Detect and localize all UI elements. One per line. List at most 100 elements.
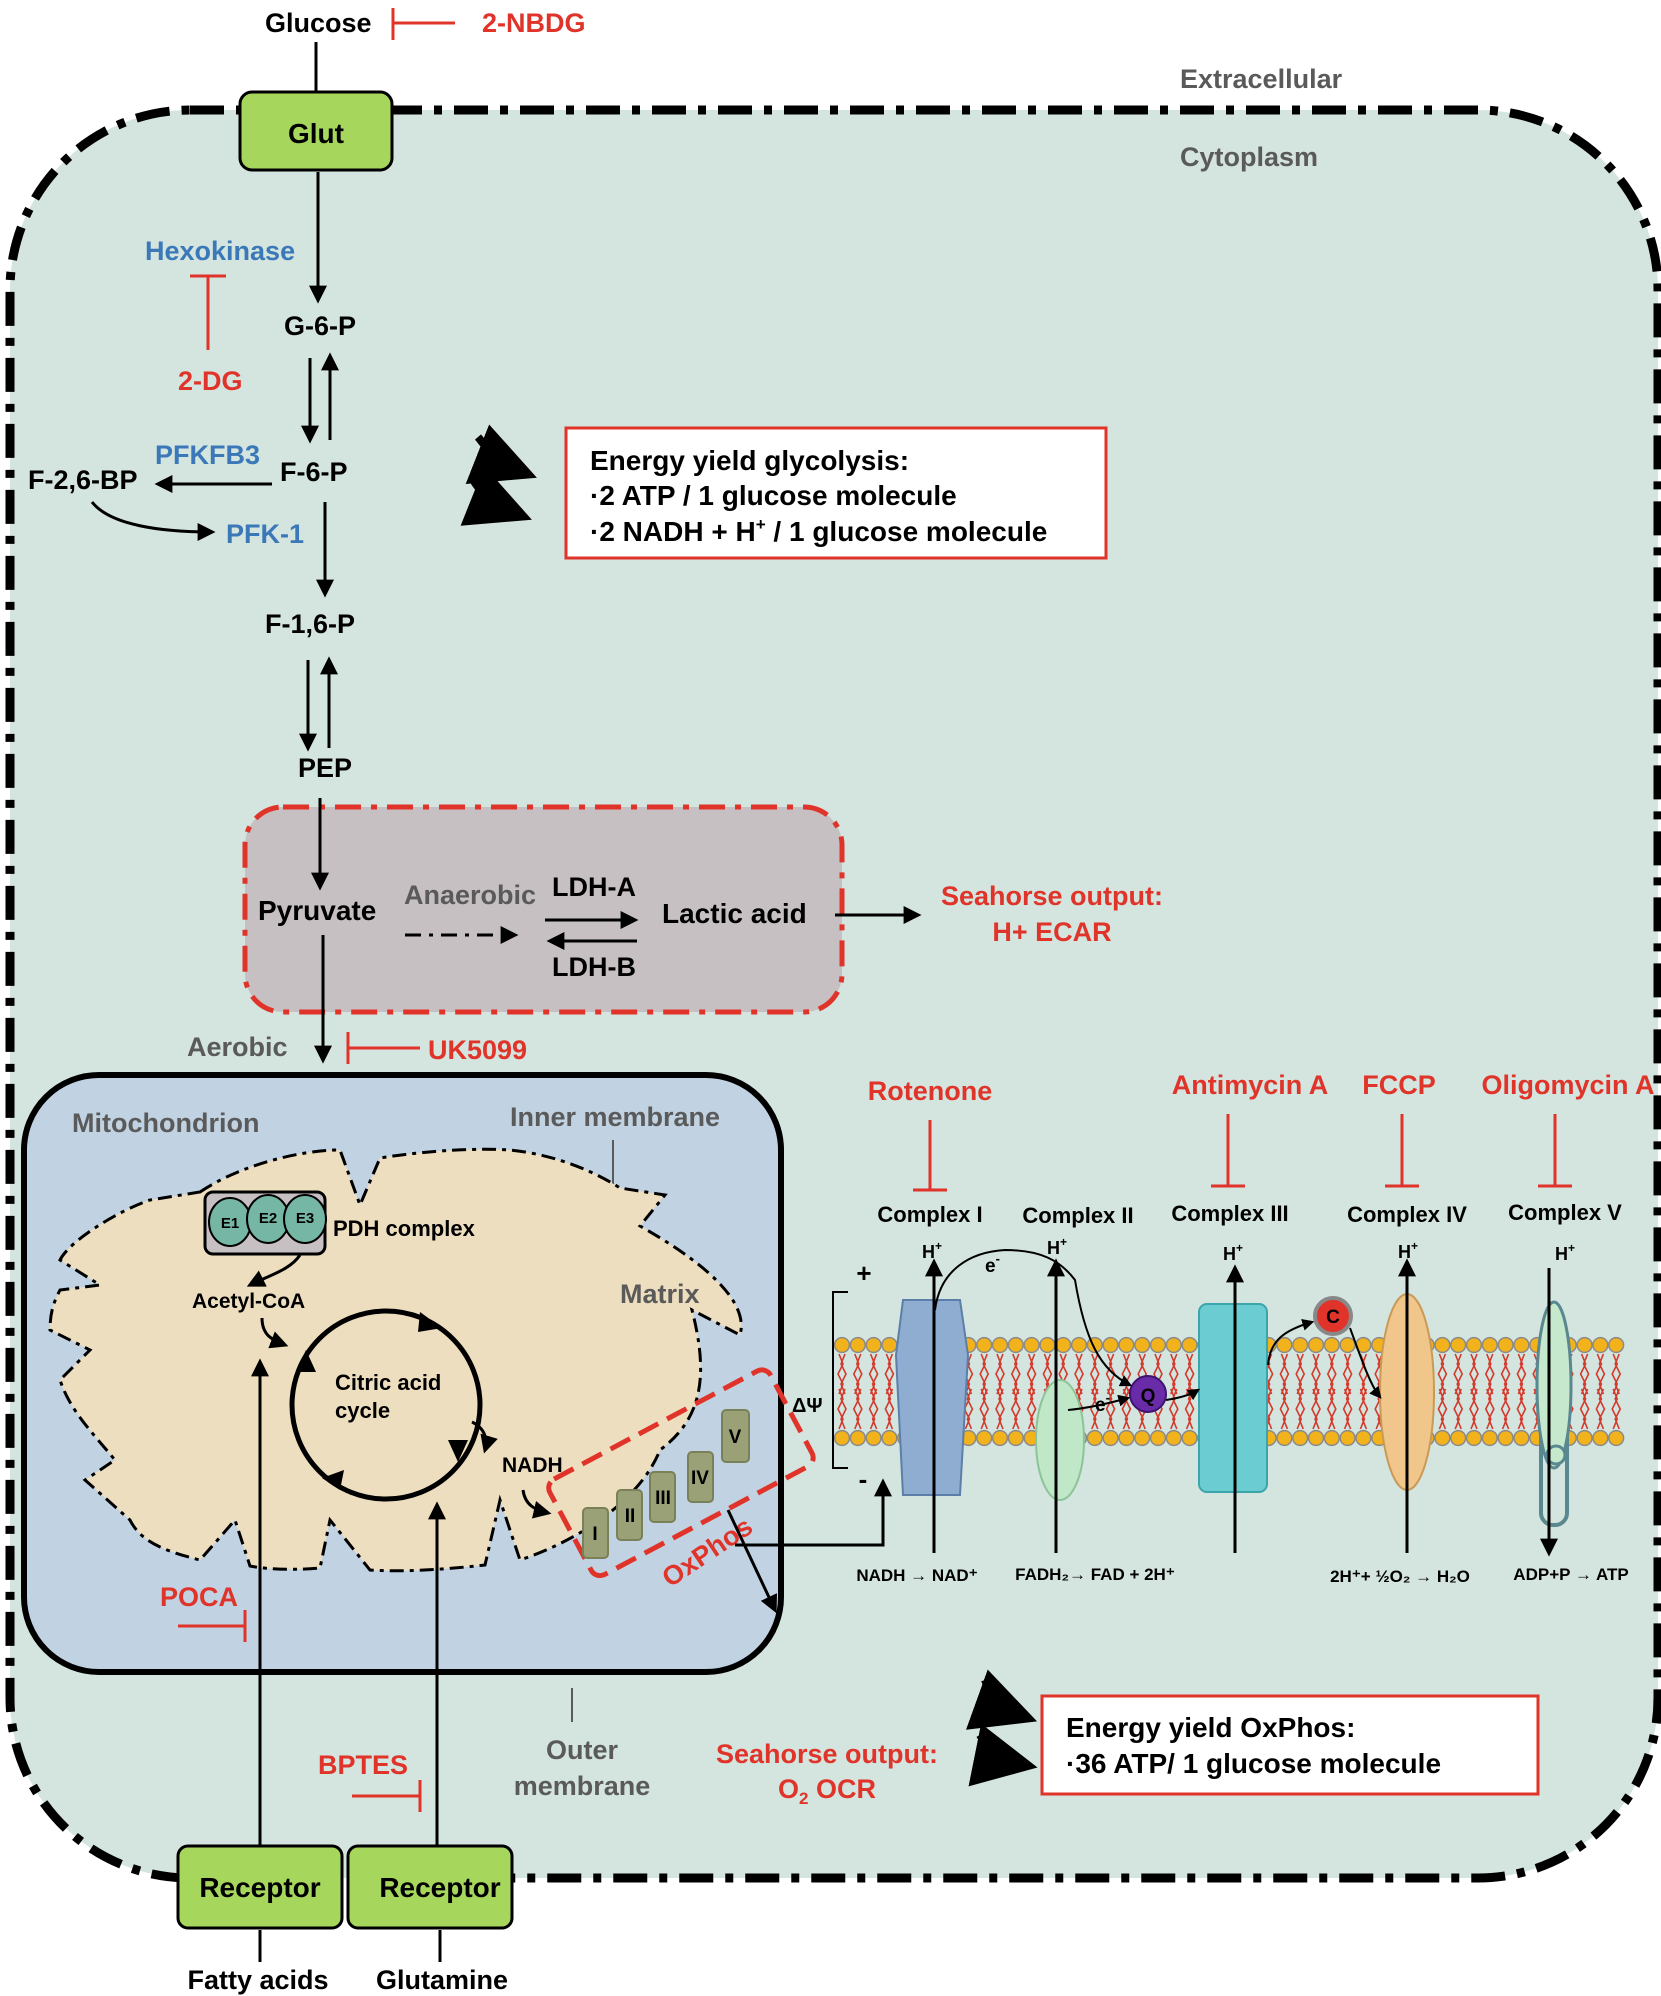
inner-membrane-label: Inner membrane	[510, 1102, 720, 1132]
lipid-head	[1039, 1336, 1056, 1354]
lipid-head	[1007, 1336, 1024, 1354]
lipid-tails	[1010, 1353, 1021, 1430]
anaerobic-box	[242, 804, 845, 1015]
pdh-label: PDH complex	[333, 1216, 476, 1241]
lipid-head	[849, 1336, 866, 1354]
outer-membrane-label-2: membrane	[514, 1771, 651, 1801]
anaerobic-label: Anaerobic	[404, 880, 536, 910]
outer-membrane-label-1: Outer	[546, 1735, 619, 1765]
membrane-plus-label: +	[856, 1258, 871, 1288]
acetyl-to-tca-arrow	[260, 1317, 289, 1349]
lipid-head	[1307, 1336, 1325, 1354]
lipid-head	[1181, 1429, 1198, 1447]
lipid-head	[1055, 1336, 1072, 1354]
lipid-tails	[1342, 1353, 1353, 1430]
lipid-head	[1450, 1429, 1467, 1447]
receptor-fatty-acids	[176, 1844, 344, 1930]
ubiquinone-q-label: Q	[1141, 1386, 1156, 1407]
lipid-tails	[1500, 1353, 1511, 1430]
lipid-head	[1023, 1336, 1040, 1354]
lipid-tails	[1484, 1353, 1495, 1430]
lipid-tails	[1042, 1353, 1053, 1430]
e3-circle	[283, 1194, 327, 1244]
poca-label: POCA	[160, 1582, 238, 1612]
lipid-tails	[1058, 1353, 1069, 1430]
complex-2-label: Complex II	[1022, 1203, 1133, 1228]
lipid-tails	[1516, 1353, 1527, 1430]
lipid-head	[1608, 1336, 1625, 1354]
complex-4-label: Complex IV	[1347, 1202, 1467, 1227]
electron-path-3	[1165, 1388, 1201, 1401]
lipid-head	[1323, 1336, 1340, 1354]
aerobic-label: Aerobic	[187, 1032, 288, 1062]
lipid-tails	[1295, 1353, 1306, 1430]
oxphos-complex-3-label: III	[655, 1488, 671, 1509]
pfk1-label: PFK-1	[226, 519, 304, 549]
ldha-label: LDH-A	[552, 872, 636, 902]
lipid-head	[1497, 1336, 1514, 1354]
glycolysis-curved-arrow-2	[460, 466, 532, 526]
lipid-tails	[868, 1353, 879, 1430]
ubiquinone-q	[1129, 1375, 1167, 1413]
lipid-head	[1513, 1336, 1530, 1354]
oligomycin-label: Oligomycin A	[1481, 1070, 1654, 1100]
lipid-tails	[1153, 1353, 1163, 1430]
lipid-head	[1118, 1336, 1135, 1354]
lipid-head	[1465, 1336, 1483, 1354]
nbdg-label: 2-NBDG	[482, 8, 586, 38]
lipid-head	[1592, 1336, 1609, 1354]
oxphos-complex-1	[582, 1507, 609, 1559]
lactic-acid-label: Lactic acid	[662, 898, 807, 929]
lipid-head	[1149, 1336, 1167, 1354]
cytoplasm-label: Cytoplasm	[1180, 142, 1318, 172]
lipid-head	[1070, 1336, 1088, 1354]
oxphos-complex-2-label: II	[625, 1506, 636, 1527]
complex-5-shape	[1535, 1300, 1573, 1470]
lipid-head	[991, 1429, 1009, 1447]
lipid-head	[1102, 1336, 1119, 1354]
lipid-tails	[1579, 1353, 1590, 1430]
complex-3-label: Complex III	[1171, 1201, 1288, 1226]
lipid-head	[1450, 1336, 1467, 1354]
complex-2-shape	[1035, 1379, 1085, 1501]
lipid-head	[1134, 1336, 1151, 1354]
oxphos-complex-4-label: IV	[691, 1468, 709, 1489]
energy-glycolysis-line2: ·2 NADH + H+ / 1 glucose molecule	[590, 515, 1047, 547]
acetyl-coa-label: Acetyl-CoA	[192, 1290, 305, 1313]
reaction-complex-1: NADH → NAD⁺	[856, 1566, 977, 1585]
lipid-head	[1102, 1429, 1119, 1447]
electron-path-2	[1067, 1394, 1131, 1411]
lipid-tails	[1168, 1353, 1179, 1430]
lipid-head	[1134, 1429, 1151, 1447]
e2-label: E2	[259, 1210, 277, 1227]
lipid-head	[1608, 1429, 1625, 1447]
proton-label-1: H+	[922, 1239, 942, 1262]
receptor-glutamine	[346, 1844, 514, 1930]
lipid-head	[1007, 1429, 1024, 1447]
extracellular-label: Extracellular	[1180, 64, 1343, 94]
citric-acid-cycle-ring	[289, 1308, 483, 1502]
seahorse-ecar-line1: Seahorse output:	[941, 881, 1163, 911]
lipid-tails	[995, 1353, 1005, 1430]
lipid-tails	[1089, 1353, 1100, 1430]
complex-1-shape	[894, 1299, 970, 1496]
lipid-head	[1165, 1336, 1182, 1354]
f26bp-to-pfk1-arrow	[90, 501, 216, 541]
lipid-tails	[837, 1353, 847, 1430]
lipid-tails	[1595, 1353, 1606, 1430]
lipid-head	[1339, 1429, 1356, 1447]
lipid-tails	[1026, 1353, 1037, 1430]
oxphos-to-etc-arrow	[735, 1478, 892, 1547]
oxphos-complex-2	[616, 1489, 643, 1541]
lipid-head	[1481, 1429, 1498, 1447]
proton-label-5: H+	[1555, 1241, 1575, 1264]
lipid-head	[849, 1429, 866, 1447]
lipid-head	[1323, 1429, 1340, 1447]
lipid-tails	[1074, 1353, 1084, 1430]
f6p-label: F-6-P	[280, 457, 348, 487]
mitochondrion-label: Mitochondrion	[72, 1108, 259, 1138]
lipid-head	[1292, 1336, 1309, 1354]
lipid-head	[1434, 1429, 1451, 1447]
tca-label-1: Citric acid	[335, 1370, 441, 1395]
